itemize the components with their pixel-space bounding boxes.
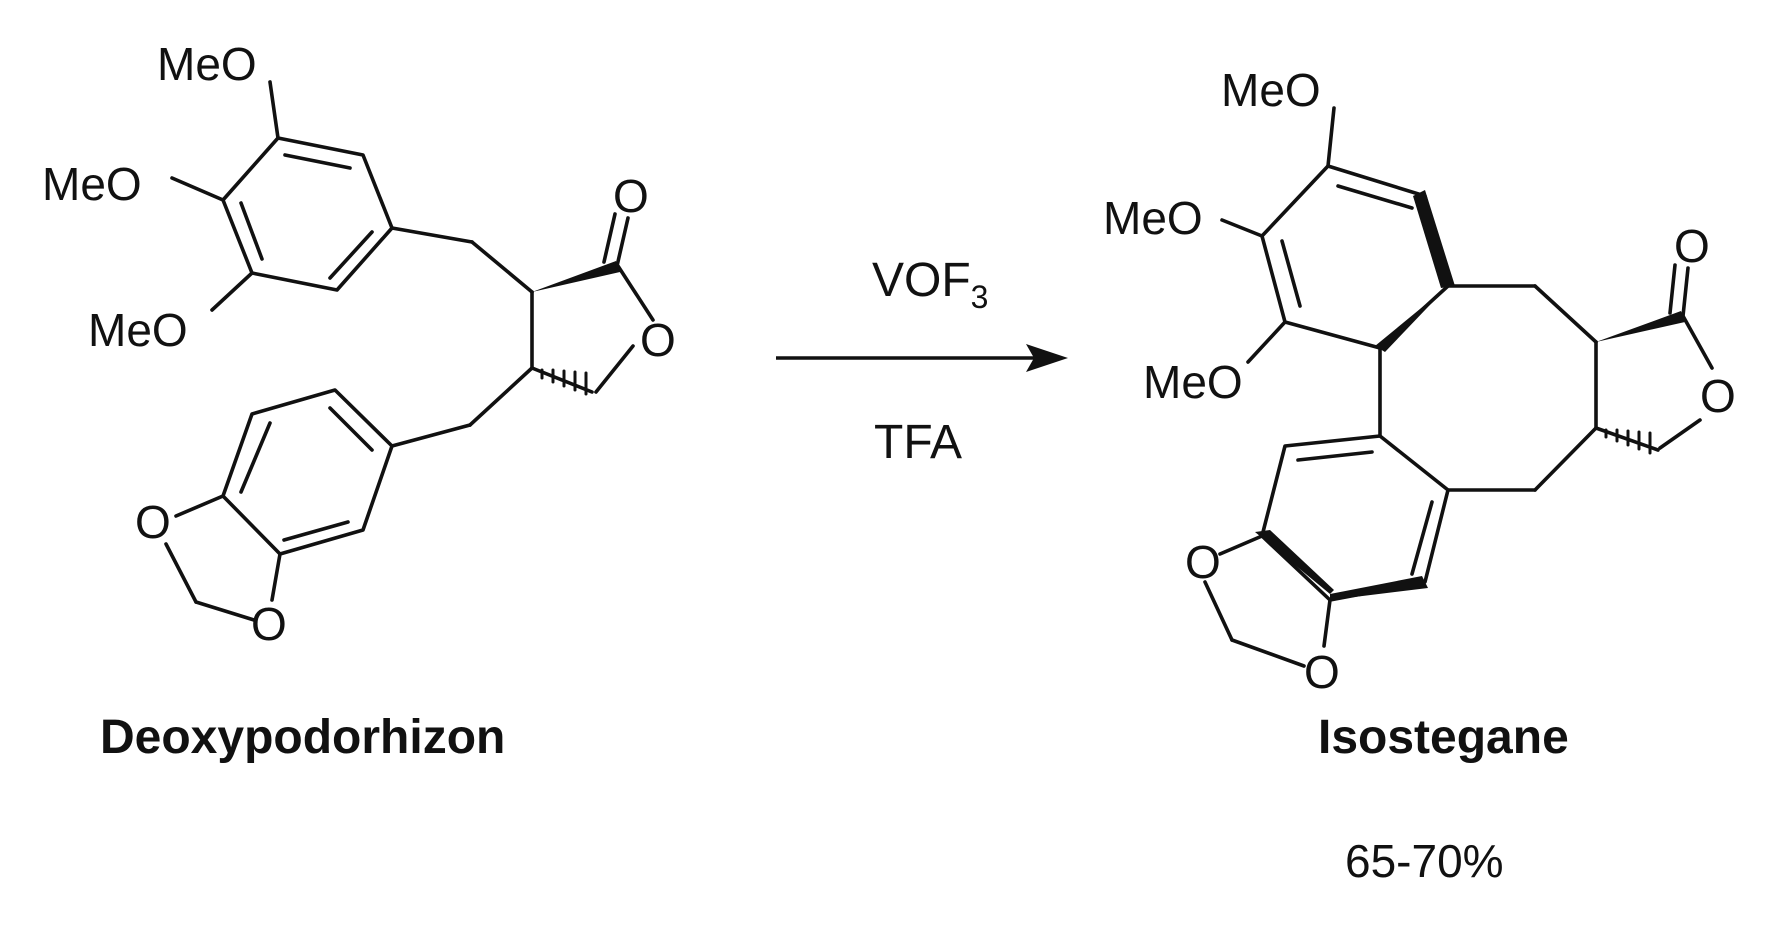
product-carbonyl-o-label: O: [1674, 220, 1710, 272]
product-ring-o-label: O: [1700, 370, 1736, 422]
product-structure: MeO MeO MeO O O O O: [1103, 64, 1736, 698]
reactant-wedge-bond: [532, 261, 620, 292]
product-hashed-bond: [1604, 428, 1652, 455]
reaction-arrow: [776, 344, 1068, 372]
product-meo-mid-label: MeO: [1103, 192, 1203, 244]
reactant-dioxole-o2-label: O: [251, 598, 287, 650]
yield-label: 65-70%: [1345, 835, 1504, 887]
product-meo-low-label: MeO: [1143, 356, 1243, 408]
product-aryl-ring-bottom: [1260, 434, 1450, 602]
reactant-ring-o-label: O: [640, 314, 676, 366]
reagent-subscript: 3: [971, 279, 989, 315]
reactant-name: Deoxypodorhizon: [100, 711, 505, 764]
reactant-dioxole-o1-label: O: [135, 496, 171, 548]
reactant-carbonyl-o-label: O: [613, 170, 649, 222]
product-wedge-biaryl: [1375, 286, 1448, 352]
product-wedge-bond: [1596, 311, 1685, 342]
product-name: Isostegane: [1318, 711, 1569, 764]
reagent-above: VOF3: [872, 254, 988, 315]
product-dioxole-o1-label: O: [1185, 536, 1221, 588]
reactant-meo-top-label: MeO: [157, 38, 257, 90]
reactant-meo-mid-label: MeO: [42, 158, 142, 210]
reactant-structure: MeO MeO MeO O O O O: [42, 38, 676, 650]
product-dioxole-o2-label: O: [1304, 646, 1340, 698]
product-meo-top-label: MeO: [1221, 64, 1321, 116]
reactant-meo-low-label: MeO: [88, 304, 188, 356]
reagent-formula: VOF: [872, 254, 971, 307]
reagent-below: TFA: [874, 416, 962, 469]
